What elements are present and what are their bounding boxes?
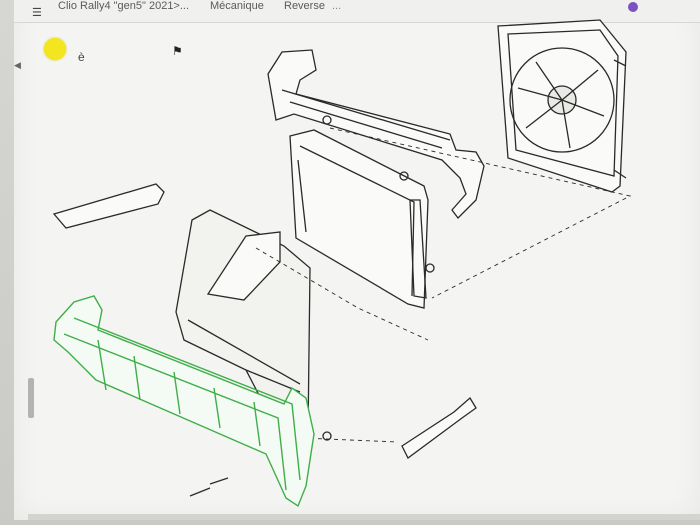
fan-shroud[interactable] [497,19,627,193]
toolbar-char: è [78,50,85,64]
assembly-lines [255,127,632,443]
highlight-dot-icon[interactable] [44,38,66,60]
breadcrumb-subcategory[interactable]: Reverse [284,0,325,12]
left-bracket[interactable] [52,183,165,229]
front-bumper-beam-highlighted[interactable] [53,295,315,508]
scrollbar[interactable] [28,378,34,418]
flag-icon[interactable]: ⚑ [172,44,183,58]
window-control-icon[interactable] [628,2,638,12]
exploded-parts-diagram [52,19,632,508]
upper-crossmember[interactable] [267,49,485,219]
right-bracket[interactable] [401,396,477,459]
breadcrumb-more[interactable]: ... [332,0,342,12]
top-bar: ☰ Clio Rally4 "gen5" 2021>... Mécanique … [14,0,700,23]
radiator-core[interactable] [289,129,429,309]
breadcrumb-vehicle[interactable]: Clio Rally4 "gen5" 2021>... [58,0,190,12]
menu-icon[interactable]: ☰ [32,7,42,19]
breadcrumb-category[interactable]: Mécanique [210,0,264,12]
screen: ☰ Clio Rally4 "gen5" 2021>... Mécanique … [14,0,700,520]
status-strip [28,514,700,520]
collapse-arrow-icon[interactable]: ◀ [14,60,21,70]
